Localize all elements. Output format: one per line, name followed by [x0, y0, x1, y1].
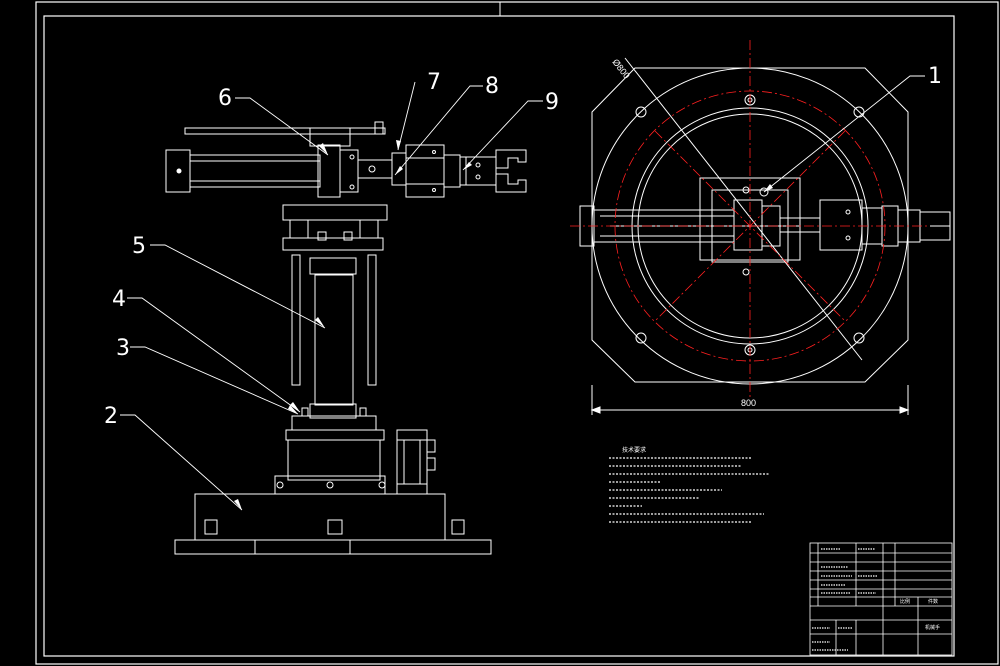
center-lines: [570, 40, 930, 400]
wrist-flange: [405, 144, 445, 198]
carriage-lower: [282, 237, 384, 251]
callout-3: 3: [116, 336, 130, 361]
side-view: [165, 121, 527, 555]
title-block-fill: [812, 548, 878, 651]
lift-cylinder: [314, 274, 354, 406]
base-block: [194, 493, 446, 541]
base-octagon: [591, 67, 909, 383]
technical-notes-lines: [609, 457, 770, 523]
diameter-dimension: Ø800: [610, 57, 631, 81]
base-plate: [174, 539, 492, 555]
callout-5: 5: [132, 234, 146, 259]
title-block-cell-a: 机械手: [925, 624, 940, 631]
callout-7: 7: [427, 70, 441, 95]
width-dimension: 800: [741, 398, 756, 408]
callout-9: 9: [545, 90, 559, 115]
lift-guide-left: [291, 254, 301, 386]
lift-guide-right: [367, 254, 377, 386]
callout-1: 1: [928, 64, 942, 89]
callout-2: 2: [104, 404, 118, 429]
title-block-cell-b: 比例: [900, 598, 910, 605]
callout-4: 4: [112, 287, 126, 312]
gripper-body: [459, 156, 497, 186]
carriage-upper: [282, 204, 388, 221]
drawing-frame: [35, 1, 999, 665]
title-block-cell-c: 件数: [928, 598, 938, 605]
callout-6: 6: [218, 86, 232, 111]
callout-8: 8: [485, 74, 499, 99]
top-view: [579, 57, 951, 415]
leader-lines: [120, 75, 925, 511]
notes-title: 技术要求: [622, 446, 646, 454]
rotary-housing: [287, 439, 381, 481]
top-wrist: [819, 199, 863, 251]
title-block: [809, 542, 953, 656]
leader-arrows: [234, 140, 773, 510]
